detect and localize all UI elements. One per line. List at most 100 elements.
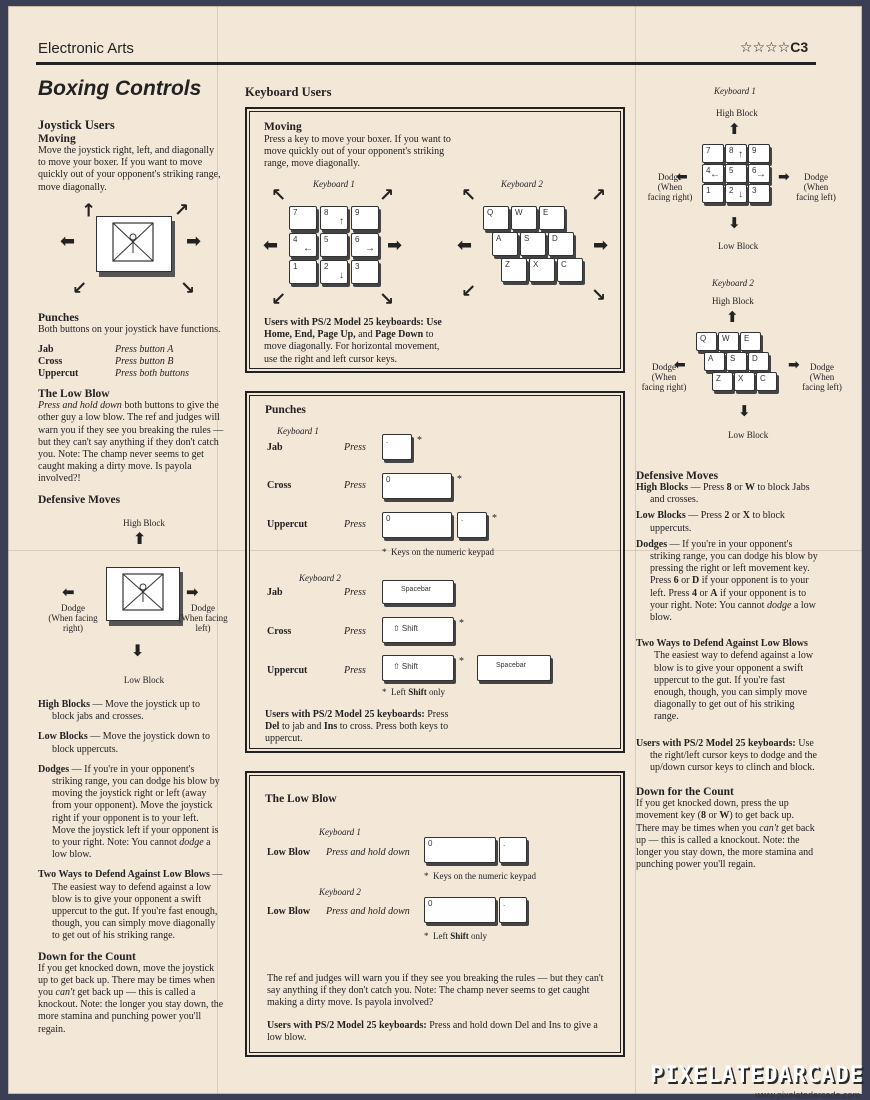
press-hold-label: Press and hold down bbox=[326, 906, 410, 917]
term: High Blocks bbox=[636, 482, 688, 493]
dodge-left-label: Dodge (When facing right) bbox=[48, 603, 98, 633]
definition: — The easiest way to defend against a lo… bbox=[52, 869, 223, 942]
key-arrow-icon: → bbox=[756, 169, 766, 180]
key-label: 0 bbox=[428, 899, 433, 908]
key-5: 5 bbox=[725, 164, 747, 183]
dot-key: . bbox=[499, 897, 527, 923]
arrow-left-icon: ⬅ bbox=[674, 357, 686, 373]
key-arrow-icon: → bbox=[365, 243, 375, 254]
arrow-up-right-icon: ↗ bbox=[174, 200, 190, 221]
note-text: Keys on the numeric keypad bbox=[433, 871, 536, 881]
low-blocks-text: Low Blocks — Press 2 or X to block upper… bbox=[636, 510, 818, 534]
key-ref: W bbox=[719, 810, 730, 822]
jab-label: Jab bbox=[267, 587, 283, 598]
emphasis: can't bbox=[55, 987, 75, 999]
numeric-note: * Keys on the numeric keypad bbox=[424, 871, 536, 881]
key-a: A bbox=[492, 232, 518, 256]
dodges-text: Dodges — If you're in your opponent's st… bbox=[636, 539, 818, 624]
key-3: 3 bbox=[351, 260, 379, 284]
key-label: Spacebar bbox=[496, 662, 526, 669]
down-count-text: If you get knocked down, press the up mo… bbox=[636, 798, 818, 871]
fold-line bbox=[635, 6, 636, 1094]
defensive-heading: Defensive Moves bbox=[636, 470, 719, 482]
press-label: Press bbox=[344, 587, 366, 598]
key-label: 9 bbox=[355, 208, 360, 217]
key-label: 2 bbox=[729, 186, 734, 195]
joystick-defense-diagram: High Block ⬆ ⬅ ➡ Dodge (When facing righ… bbox=[40, 515, 230, 690]
moving-heading: Moving bbox=[264, 121, 302, 133]
key-8: 8↑ bbox=[320, 206, 348, 230]
text: Press bbox=[424, 709, 449, 720]
arrow-right-icon: ➡ bbox=[593, 235, 609, 256]
punch-name: Cross bbox=[38, 356, 63, 368]
uppercut-label: Uppercut bbox=[267, 519, 308, 530]
text: get back up — this is called a knockout.… bbox=[38, 987, 224, 1035]
lowblow-emphasis: Press and hold down bbox=[38, 400, 122, 412]
asterisk: * bbox=[417, 435, 422, 446]
key-9: 9 bbox=[351, 206, 379, 230]
shift-note: * Left Shift only bbox=[382, 687, 445, 697]
key-x: X bbox=[529, 258, 555, 282]
arrow-right-icon: ➡ bbox=[186, 583, 199, 601]
lowblow-body: both buttons to give the other guy a low… bbox=[38, 400, 224, 485]
key-7: 7 bbox=[702, 144, 724, 163]
text: If you get knocked down, press the up mo… bbox=[636, 798, 789, 822]
cross-label: Cross bbox=[267, 626, 292, 637]
asterisk: * bbox=[459, 656, 464, 667]
key-label: C bbox=[760, 374, 766, 383]
key-s: S bbox=[726, 352, 747, 371]
definition: — Press bbox=[685, 510, 725, 522]
key-w: W bbox=[718, 332, 739, 351]
key-arrow-icon: ↑ bbox=[339, 216, 344, 227]
asterisk: * bbox=[459, 618, 464, 629]
zero-key: 0 bbox=[382, 473, 452, 499]
zero-key: 0 bbox=[424, 897, 496, 923]
lowblow-text: The ref and judges will warn you if they… bbox=[267, 973, 604, 1009]
key-label: S bbox=[730, 354, 736, 363]
shift-note: * Left Shift only bbox=[424, 931, 487, 941]
punch-name: Jab bbox=[38, 344, 54, 356]
low-block-label: Low Block bbox=[123, 675, 165, 685]
definition: or bbox=[678, 575, 692, 587]
joystick-move-diagram: ↖ ↗ ⬅ ➡ ↙ ↘ bbox=[40, 198, 220, 305]
fold-line bbox=[217, 6, 218, 1094]
punch-action: Press both buttons bbox=[115, 368, 190, 380]
key-label: A bbox=[496, 234, 502, 243]
key-ref: X bbox=[742, 510, 750, 522]
key-label: X bbox=[738, 374, 744, 383]
arrow-left-icon: ⬅ bbox=[263, 235, 279, 256]
note-text: Left bbox=[391, 687, 409, 697]
arrow-right-icon: ➡ bbox=[788, 357, 800, 373]
key-label: S bbox=[524, 234, 530, 243]
asterisk: * bbox=[382, 547, 387, 557]
definition: or bbox=[696, 587, 711, 599]
key-label: X bbox=[533, 260, 539, 269]
joystick-base bbox=[106, 567, 180, 621]
arrow-down-left-icon: ↙ bbox=[72, 278, 88, 299]
dodge-right-label: Dodge (When facing left) bbox=[796, 172, 836, 202]
key-z: Z bbox=[712, 372, 733, 391]
bold-text: Users with PS/2 Model 25 keyboards: Use bbox=[264, 317, 442, 328]
key-label: E bbox=[744, 334, 750, 343]
dodges-text: Dodges — If you're in your opponent's st… bbox=[38, 764, 224, 862]
zero-key: 0 bbox=[424, 837, 496, 863]
arrow-down-right-icon: ↘ bbox=[591, 285, 607, 306]
key-q: Q bbox=[696, 332, 717, 351]
bold-text: Home, End, Page Up, bbox=[264, 329, 356, 341]
key-label: Q bbox=[487, 208, 494, 217]
low-block-label: Low Block bbox=[728, 430, 769, 440]
key-label: D bbox=[552, 234, 558, 243]
jab-label: Jab bbox=[267, 442, 283, 453]
key-label: Q bbox=[700, 334, 707, 343]
bold-text: Users with PS/2 Model 25 keyboards: bbox=[267, 1020, 427, 1031]
moving-text: Press a key to move your boxer. If you w… bbox=[264, 134, 451, 170]
key-label: 3 bbox=[752, 186, 757, 195]
key-label: 8 bbox=[729, 146, 734, 155]
key-label: D bbox=[752, 354, 758, 363]
low-blow-label: Low Blow bbox=[267, 847, 311, 858]
text: to jab and bbox=[279, 721, 324, 733]
